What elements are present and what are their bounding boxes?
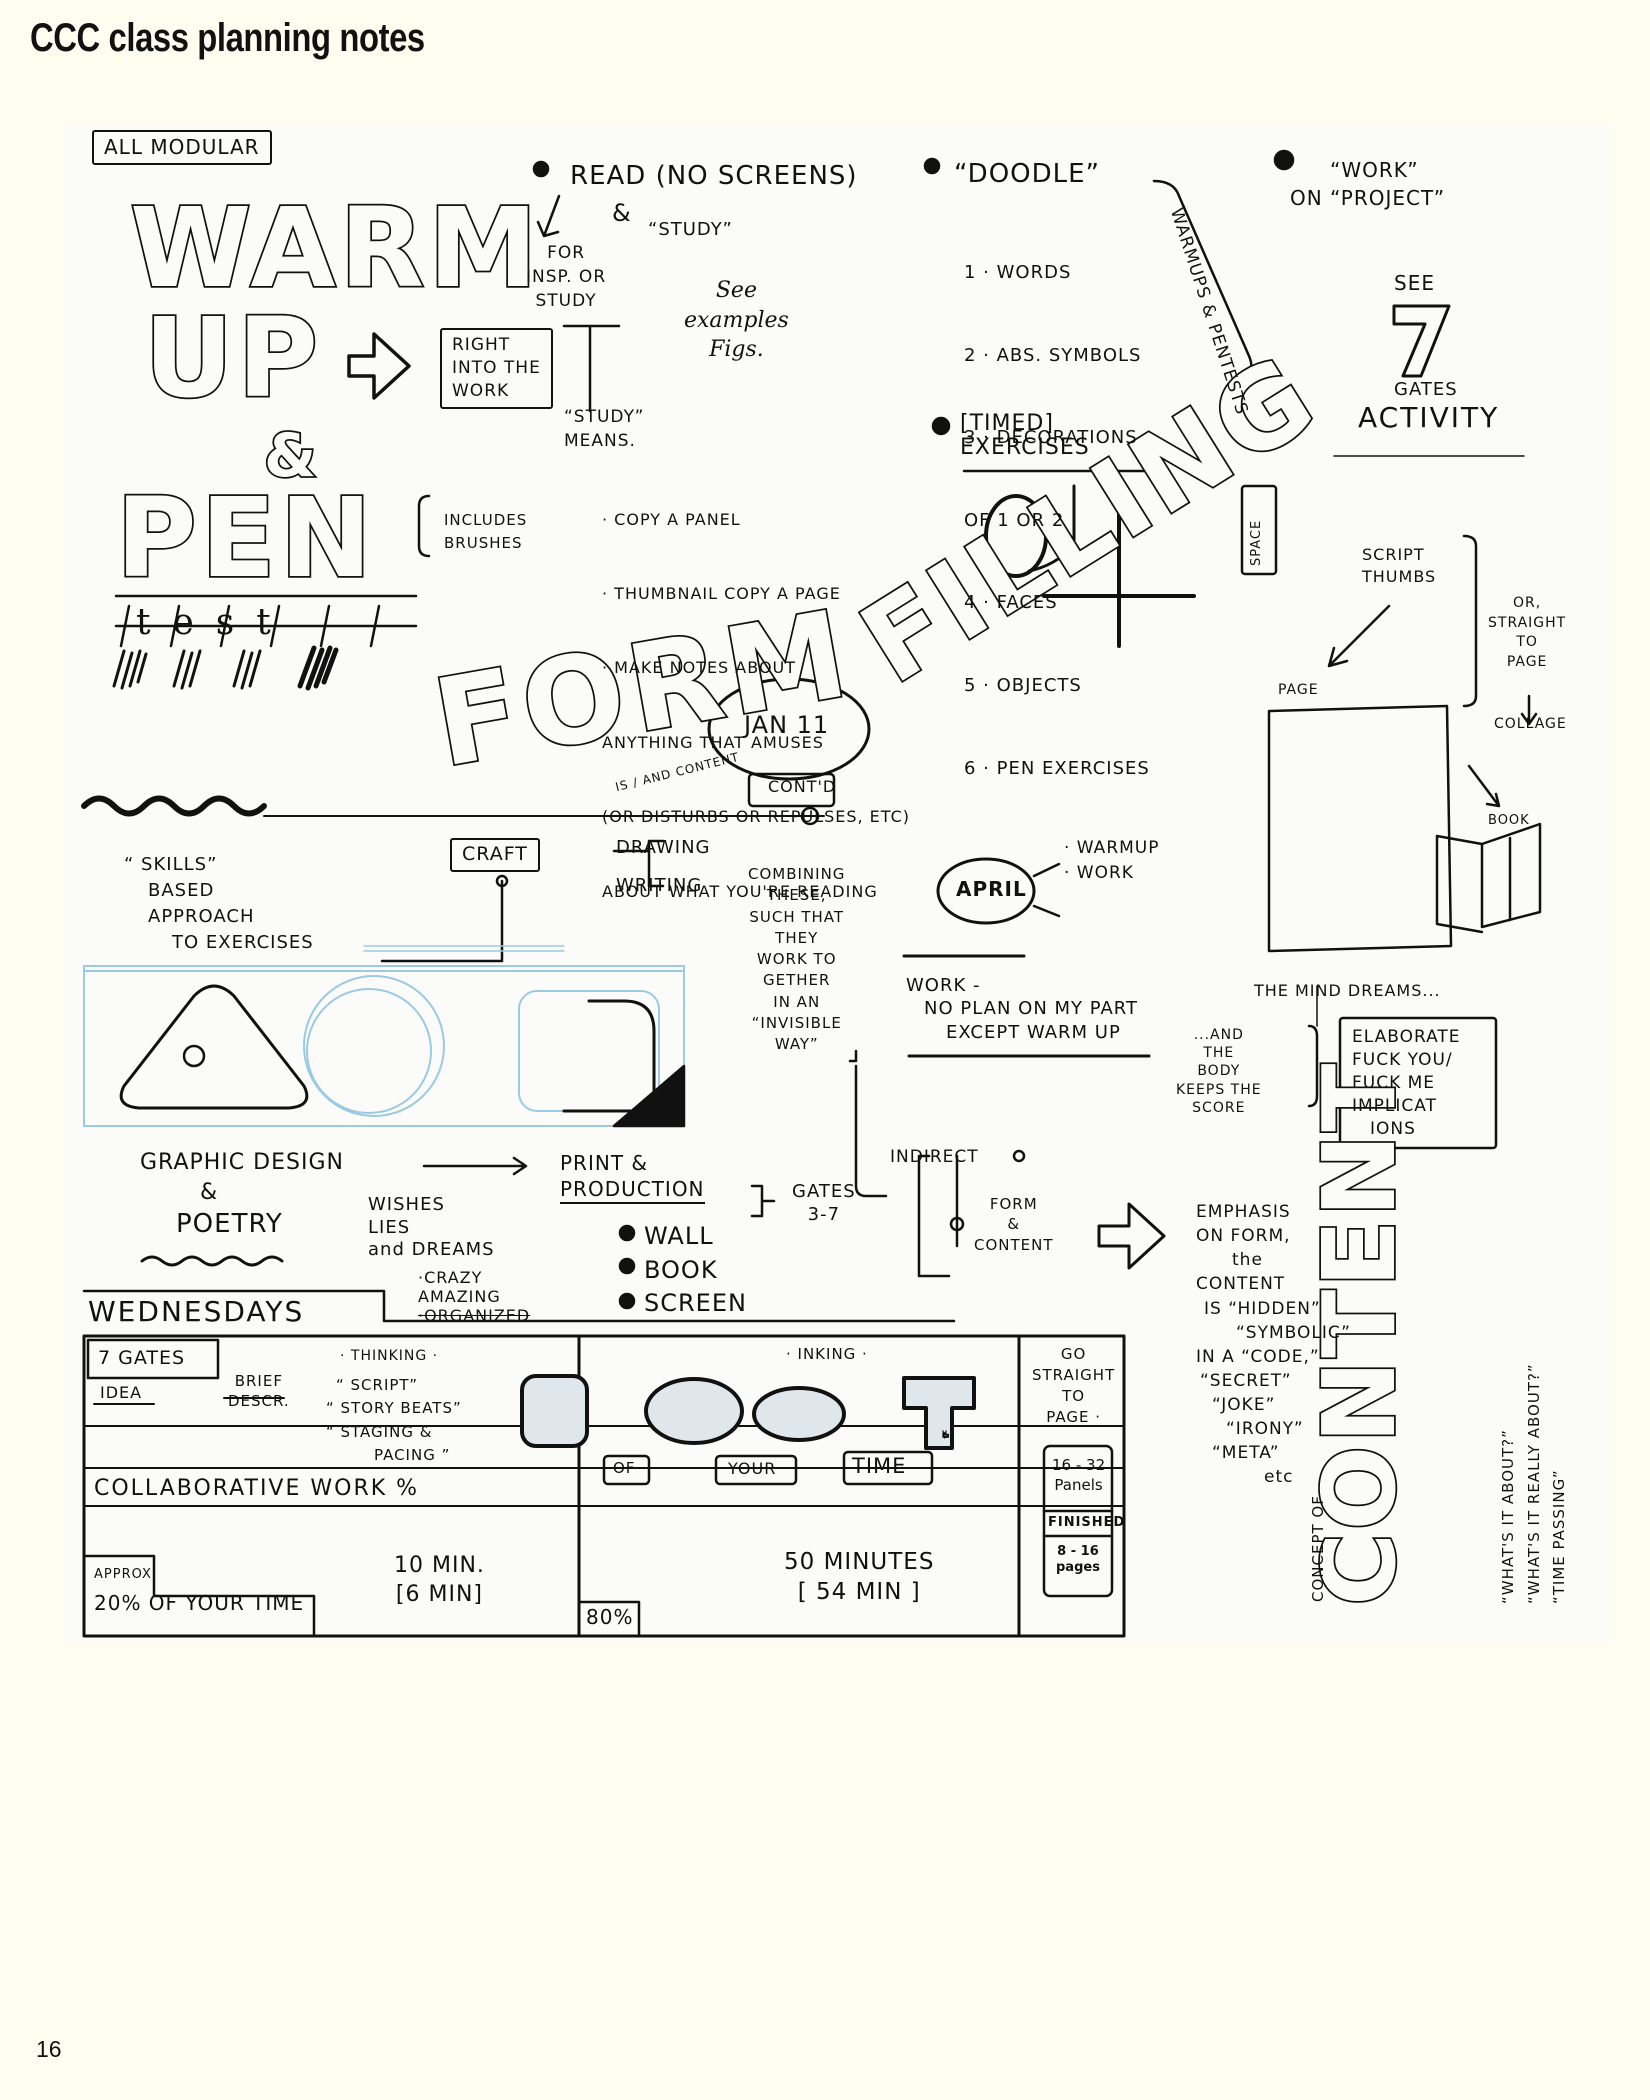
page-label: PAGE xyxy=(1278,682,1319,698)
warmup-work-list: · WARMUP · WORK xyxy=(1064,838,1160,883)
content-title: CONTENT xyxy=(1301,1061,1418,1606)
for-insp-note: FOR INSP. OR STUDY xyxy=(526,243,607,311)
most-title: MOST xyxy=(944,1435,948,1437)
poetry-label: POETRY xyxy=(176,1209,283,1239)
go-straight-note: GO STRAIGHT TO PAGE · xyxy=(1032,1345,1116,1426)
contd-label: CONT'D xyxy=(768,777,837,796)
wednesdays-heading: WEDNESDAYS xyxy=(88,1295,305,1328)
test-letters: test xyxy=(136,602,293,643)
inking-label: · INKING · xyxy=(786,1345,868,1363)
work-on-project-note: “WORK” ON “PROJECT” xyxy=(1290,158,1446,210)
right-into-work-box: RIGHT INTO the WORK xyxy=(440,328,553,409)
concept-of-label: CONCEPT OF xyxy=(1309,1495,1327,1602)
emphasis-on-form-note: EMPHASIS ON FORM, the CONTENT IS “HIDDEN… xyxy=(1196,1202,1351,1488)
script-list: “ SCRIPT” “ STORY BEATS” “ STAGING & PAC… xyxy=(326,1376,462,1464)
doodle-heading: “DOODLE” xyxy=(954,159,1101,189)
indirect-label: INDIRECT xyxy=(890,1147,979,1167)
gates-3-7-note: GATES 3-7 xyxy=(792,1181,856,1226)
activity-label: ACTIVITY xyxy=(1358,401,1500,434)
page-number: 16 xyxy=(36,2036,62,2062)
combining-note: COMBINING THESE, SUCH THAT THEY WORK TO … xyxy=(748,865,846,1054)
notes-sketch: WARM UP & PEN FORM FILLING CONTENT MOST … xyxy=(64,126,1610,1642)
read-no-screens: READ (NO SCREENS) xyxy=(570,161,858,191)
idea-label: IDEA xyxy=(100,1383,143,1402)
thinking-label: · THINKING · xyxy=(340,1348,439,1364)
space-label: SPACE xyxy=(1249,519,1264,566)
wishes-note: WISHES LIES and DREAMS xyxy=(368,1194,495,1260)
time-label: TIME xyxy=(852,1454,907,1478)
drawing-label: DRAWING xyxy=(616,837,711,858)
your-label: YOUR xyxy=(728,1459,777,1478)
script-thumbs-note: SCRIPT THUMBS xyxy=(1362,545,1437,587)
panels-note: 16 - 32 Panels xyxy=(1052,1456,1106,1494)
amp-symbol: & xyxy=(264,421,316,491)
page-title: CCC class planning notes xyxy=(30,16,425,60)
elaborate-note: ELABORATE FUCK YOU/ FUCK ME IMPLICAT ION… xyxy=(1352,1027,1461,1139)
study-means-heading: “STUDY” MEANS. xyxy=(564,407,645,451)
or-straight-to-page-note: OR, STRAIGHT TO PAGE xyxy=(1488,595,1567,670)
writing-label: WRITING xyxy=(616,875,703,896)
gates-label: GATES xyxy=(1394,379,1458,400)
sketch-drawing: WARM UP & PEN FORM FILLING CONTENT MOST xyxy=(81,149,1542,1638)
work-no-plan-note: WORK - NO PLAN ON MY PART except WARM UP xyxy=(906,975,1138,1043)
brief-descr-label: BRIEF DESCR. xyxy=(228,1372,290,1410)
whats-it-about-note: “WHAT'S IT ABOUT?” “WHAT'S IT REALLY ABO… xyxy=(1499,1363,1568,1604)
skills-based-note: “ SKILLS” BASED APPROACH TO EXERCISES xyxy=(124,854,314,954)
pages-note: 8 - 16 pages xyxy=(1056,1544,1100,1575)
finished-label: FINISHED xyxy=(1048,1515,1126,1530)
book-label: BOOK xyxy=(1488,813,1530,828)
ten-minutes-note: 10 MIN. [6 MIN] xyxy=(394,1553,485,1607)
seven-gates-label: 7 GATES xyxy=(98,1347,186,1369)
approx-label: APPROX xyxy=(94,1567,152,1582)
seven-number: 7 xyxy=(1394,306,1395,307)
graphic-design-label: GRAPHIC DESIGN xyxy=(140,1150,344,1175)
see-label: SEE xyxy=(1394,271,1435,295)
includes-brushes-note: INCLUDES BRUSHES xyxy=(444,511,528,552)
form-content-note: FORM & CONTENT xyxy=(974,1195,1054,1254)
twenty-percent-label: 20% OF YOUR TIME xyxy=(94,1591,305,1615)
eighty-percent-label: 80% xyxy=(586,1605,634,1629)
study-quoted: “STUDY” xyxy=(648,219,733,240)
collage-label: COLLAGE xyxy=(1494,716,1567,732)
pen-title: PEN xyxy=(116,474,376,602)
up-title: UP xyxy=(144,294,322,422)
craft-box: CRAFT xyxy=(450,838,540,872)
jan-11-label: JAN 11 xyxy=(744,711,830,739)
print-production-note: PRINT & PRODUCTION xyxy=(560,1150,705,1204)
wall-book-screen-list: WALL BOOK SCREEN xyxy=(644,1222,747,1318)
timed-exercises-label: [TIMED] EXERCISES xyxy=(960,411,1090,461)
crazy-note: ·CRAZY AMAZING ·ORGANIZED xyxy=(418,1268,531,1326)
of-label: OF xyxy=(613,1459,636,1477)
warm-title: WARM xyxy=(130,184,542,312)
fifty-minutes-note: 50 MINUTES [ 54 MIN ] xyxy=(784,1549,935,1605)
collaborative-work-label: COLLABORATIVE WORK % xyxy=(94,1476,420,1501)
all-modular-label: ALL MODULAR xyxy=(92,130,272,165)
study-means-list: · COPY A PANEL · THUMBNAIL COPY A PAGE ·… xyxy=(602,509,911,901)
doodle-list: 1 · WORDS 2 · ABS. SYMBOLS 3 · DECORATIO… xyxy=(964,262,1150,779)
body-keeps-score-note: ...and THE BODY KEEPS THE SCORE xyxy=(1176,1027,1262,1116)
graphic-amp: & xyxy=(200,1180,218,1205)
see-examples-note: See examples Figs. xyxy=(684,278,789,363)
mind-dreams-label: THE MIND DREAMS... xyxy=(1254,981,1441,1000)
april-label: APRIL xyxy=(956,877,1027,901)
read-amp: & xyxy=(612,199,631,227)
